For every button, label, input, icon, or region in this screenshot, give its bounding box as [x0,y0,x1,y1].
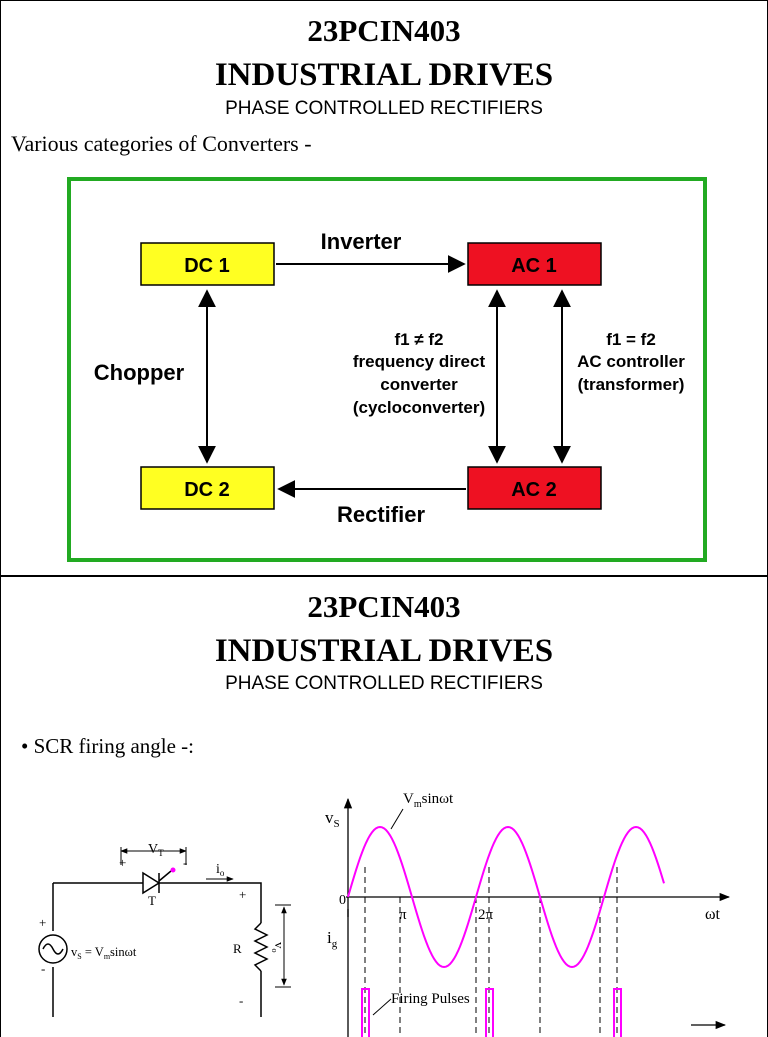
firing-angle-guides [364,867,618,1037]
load-minus: - [239,993,243,1008]
source-voltage-sine [347,825,665,969]
ac1-label: AC 1 [511,255,557,277]
wt-axis-label: ωt [705,906,721,923]
vt-label: VT [148,842,164,858]
inverter-label: Inverter [321,229,402,254]
resistor-symbol [253,922,269,972]
chopper-label: Chopper [94,360,185,385]
ig-axis-label: ig [327,928,338,950]
io-label: io [216,862,225,878]
cyclo-label-1: f1 ≠ f2 [394,330,443,349]
vm-sin-label: Vmsinωt [403,791,454,810]
vs-axis-label: vS [325,808,340,830]
scr-circuit-diagram: T VT + - io + - vS = Vmsinωt R + - vo [38,842,291,1017]
ac2-label: AC 2 [511,479,557,501]
ac-controller-label-2: AC controller [577,352,685,371]
course-code: 23PCIN403 [307,13,461,48]
vo-label: vo [270,942,287,953]
slide-1: 23PCIN403 INDUSTRIAL DRIVES PHASE CONTRO… [0,0,768,576]
thyristor-label: T [148,893,156,908]
two-pi-label: 2π [478,907,494,923]
intro-text: Various categories of Converters - [11,131,312,156]
cyclo-label-2: frequency direct [353,352,486,371]
source-equation: vS = Vmsinωt [71,945,137,961]
pi-label: π [399,907,407,923]
origin-label: 0 [339,893,346,908]
resistor-label: R [233,941,242,956]
firing-angle-waveform: vS 0 π 2π ωt Vmsinωt ig Firing Pulses [325,791,731,1037]
vt-minus: - [183,855,187,870]
slide-2: 23PCIN403 INDUSTRIAL DRIVES PHASE CONTRO… [0,576,768,1037]
cyclo-label-3: converter [380,375,458,394]
dc1-box: DC 1 [140,242,275,286]
ac-source-symbol [38,934,68,964]
cyclo-label-4: (cycloconverter) [353,398,485,417]
converter-categories-diagram: DC 1 AC 1 DC 2 AC 2 Inverter Rectifier C… [67,177,707,562]
subject-title: INDUSTRIAL DRIVES [214,633,554,669]
bullet-scr-firing-angle: • SCR firing angle -: [21,734,195,758]
dc2-box: DC 2 [140,466,275,510]
topic-subtitle: PHASE CONTROLLED RECTIFIERS [225,98,543,119]
thyristor-symbol [131,867,176,895]
dc2-label: DC 2 [184,479,230,501]
source-minus: - [41,961,45,976]
dc1-label: DC 1 [184,255,230,277]
load-plus: + [239,887,246,902]
firing-pulses-label: Firing Pulses [391,991,470,1007]
course-code: 23PCIN403 [307,589,461,624]
vt-plus: + [119,855,126,870]
source-plus: + [39,915,46,930]
firing-pulses [361,988,622,1037]
topic-subtitle: PHASE CONTROLLED RECTIFIERS [225,673,543,694]
ac2-box: AC 2 [467,466,602,510]
ac-controller-label-1: f1 = f2 [606,330,656,349]
circuit-wire [52,882,262,1017]
ac1-box: AC 1 [467,242,602,286]
subject-title: INDUSTRIAL DRIVES [214,57,554,93]
rectifier-label: Rectifier [337,502,425,527]
ac-controller-label-3: (transformer) [578,375,685,394]
